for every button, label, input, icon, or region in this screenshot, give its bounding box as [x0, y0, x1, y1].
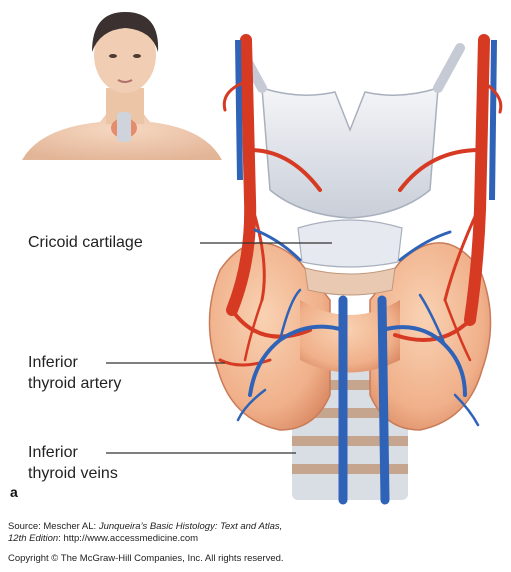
thyroid-cartilage [240, 48, 460, 218]
source-book-title: Junqueira’s Basic Histology: Text and At… [99, 521, 282, 532]
copyright-notice: Copyright © The McGraw-Hill Companies, I… [8, 553, 284, 565]
cricoid-cartilage-label: Cricoid cartilage [28, 233, 143, 253]
source-edition: 12th Edition [8, 533, 58, 544]
person-thumbnail [22, 12, 222, 160]
source-url: : http://www.accessmedicine.com [58, 533, 198, 544]
cricoid-cartilage [298, 220, 402, 295]
source-citation: Source: Mescher AL: Junqueira’s Basic Hi… [8, 521, 282, 533]
panel-letter: a [10, 484, 18, 500]
inferior-thyroid-artery-label-line1: Inferior [28, 353, 78, 373]
inferior-thyroid-veins-label-line1: Inferior [28, 443, 78, 463]
source-edition-line: 12th Edition: http://www.accessmedicine.… [8, 533, 198, 545]
inferior-thyroid-veins-label-line2: thyroid veins [28, 464, 118, 484]
inferior-thyroid-artery-label-line2: thyroid artery [28, 374, 121, 394]
source-prefix: Source: Mescher AL: [8, 521, 99, 532]
